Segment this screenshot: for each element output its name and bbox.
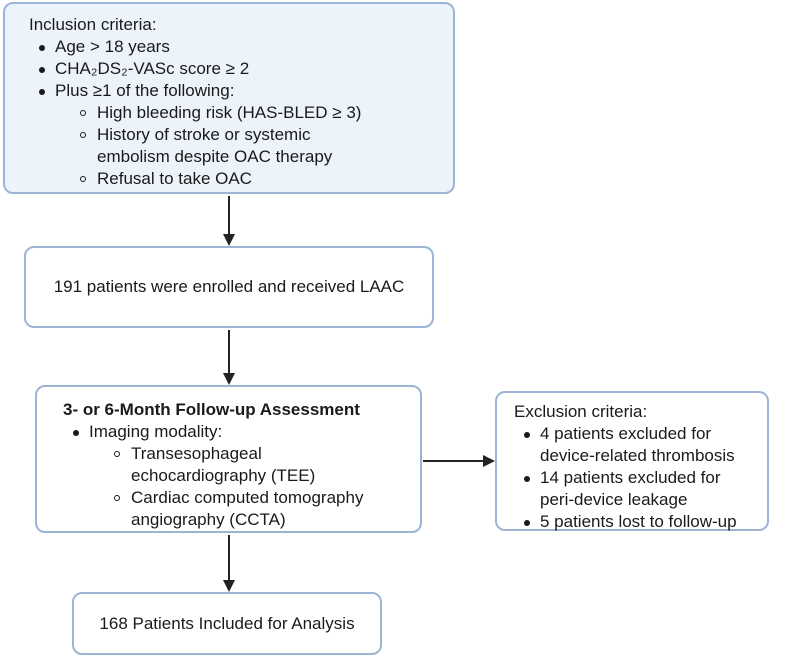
- bullet-icon: [524, 476, 530, 482]
- inclusion-criteria-title: Inclusion criteria:: [29, 15, 157, 34]
- exclusion-criteria-title: Exclusion criteria:: [514, 402, 648, 421]
- exclusion-criteria-box: Exclusion criteria: 4 patients excluded …: [495, 391, 769, 531]
- list-item: Cardiac computed tomography angiography …: [105, 487, 421, 531]
- hollow-bullet-icon: [80, 176, 86, 182]
- hollow-bullet-icon: [114, 495, 120, 501]
- inclusion-criteria-box: Inclusion criteria: Age > 18 years CHA₂D…: [3, 2, 455, 194]
- analysis-text: 168 Patients Included for Analysis: [99, 613, 355, 633]
- inclusion-item-age: Age > 18 years: [55, 37, 170, 56]
- bullet-icon: [39, 67, 45, 73]
- list-item: 5 patients lost to follow-up: [514, 511, 759, 533]
- followup-assessment-box: 3- or 6-Month Follow-up Assessment Imagi…: [35, 385, 422, 533]
- analysis-box: 168 Patients Included for Analysis: [72, 592, 382, 655]
- list-item: Plus ≥1 of the following: High bleeding …: [29, 80, 441, 190]
- bullet-icon: [39, 89, 45, 95]
- followup-sub-list: Transesophageal echocardiography (TEE) C…: [105, 443, 412, 531]
- enrolled-box: 191 patients were enrolled and received …: [24, 246, 434, 328]
- list-item: 4 patients excluded for device-related t…: [514, 423, 765, 467]
- bullet-icon: [73, 430, 79, 436]
- followup-item-imaging: Imaging modality:: [89, 422, 223, 441]
- exclusion-criteria-list: 4 patients excluded for device-related t…: [514, 423, 759, 533]
- inclusion-sub-stroke: History of stroke or systemic embolism d…: [97, 125, 333, 166]
- bullet-icon: [524, 432, 530, 438]
- hollow-bullet-icon: [114, 451, 120, 457]
- inclusion-criteria-list: Age > 18 years CHA₂DS₂-VASc score ≥ 2 Pl…: [29, 36, 441, 190]
- list-item: Refusal to take OAC: [71, 168, 441, 190]
- inclusion-item-plus-one: Plus ≥1 of the following:: [55, 81, 235, 100]
- inclusion-sub-refusal: Refusal to take OAC: [97, 169, 252, 188]
- followup-list: Imaging modality: Transesophageal echoca…: [63, 421, 412, 531]
- enrolled-text: 191 patients were enrolled and received …: [53, 277, 405, 296]
- hollow-bullet-icon: [80, 110, 86, 116]
- exclusion-item-lost-followup: 5 patients lost to follow-up: [540, 512, 737, 531]
- list-item: High bleeding risk (HAS-BLED ≥ 3): [71, 102, 441, 124]
- followup-sub-ccta: Cardiac computed tomography angiography …: [131, 488, 364, 529]
- bullet-icon: [524, 520, 530, 526]
- exclusion-item-leakage: 14 patients excluded for peri-device lea…: [540, 468, 721, 509]
- followup-sub-tee: Transesophageal echocardiography (TEE): [131, 444, 316, 485]
- list-item: Imaging modality: Transesophageal echoca…: [63, 421, 412, 531]
- followup-title: 3- or 6-Month Follow-up Assessment: [63, 400, 360, 419]
- list-item: Transesophageal echocardiography (TEE): [105, 443, 351, 487]
- exclusion-item-thrombosis: 4 patients excluded for device-related t…: [540, 424, 735, 465]
- list-item: 14 patients excluded for peri-device lea…: [514, 467, 755, 511]
- inclusion-sub-list: High bleeding risk (HAS-BLED ≥ 3) Histor…: [71, 102, 441, 190]
- hollow-bullet-icon: [80, 132, 86, 138]
- list-item: CHA₂DS₂-VASc score ≥ 2: [29, 58, 441, 80]
- inclusion-sub-bleeding: High bleeding risk (HAS-BLED ≥ 3): [97, 103, 362, 122]
- inclusion-item-chads-vasc: CHA₂DS₂-VASc score ≥ 2: [55, 59, 250, 78]
- bullet-icon: [39, 45, 45, 51]
- list-item: History of stroke or systemic embolism d…: [71, 124, 387, 168]
- list-item: Age > 18 years: [29, 36, 441, 58]
